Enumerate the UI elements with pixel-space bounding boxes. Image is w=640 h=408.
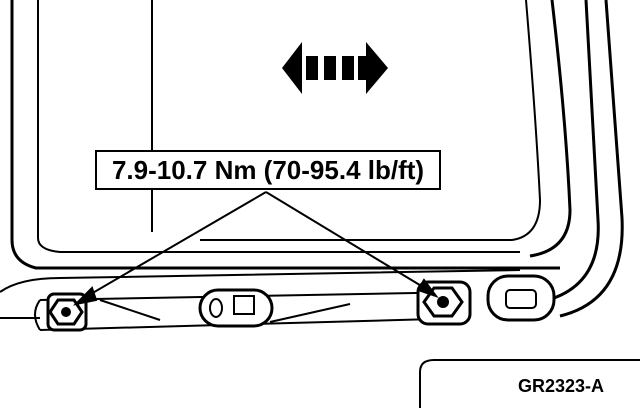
center-slot [198, 288, 274, 328]
oblong-slot-icon [505, 289, 537, 309]
right-slot [486, 274, 556, 322]
seal-rail [34, 291, 471, 331]
leader-lines [72, 191, 439, 306]
oblong-slot-icon [233, 295, 255, 315]
torque-spec-callout: 7.9-10.7 Nm (70-95.4 lb/ft) [95, 150, 441, 190]
housing-outline [0, 0, 624, 319]
figure-id-label: GR2323-A [518, 376, 605, 396]
double-headed-dashed-arrow-icon [282, 42, 388, 94]
inset-frame [419, 359, 640, 408]
